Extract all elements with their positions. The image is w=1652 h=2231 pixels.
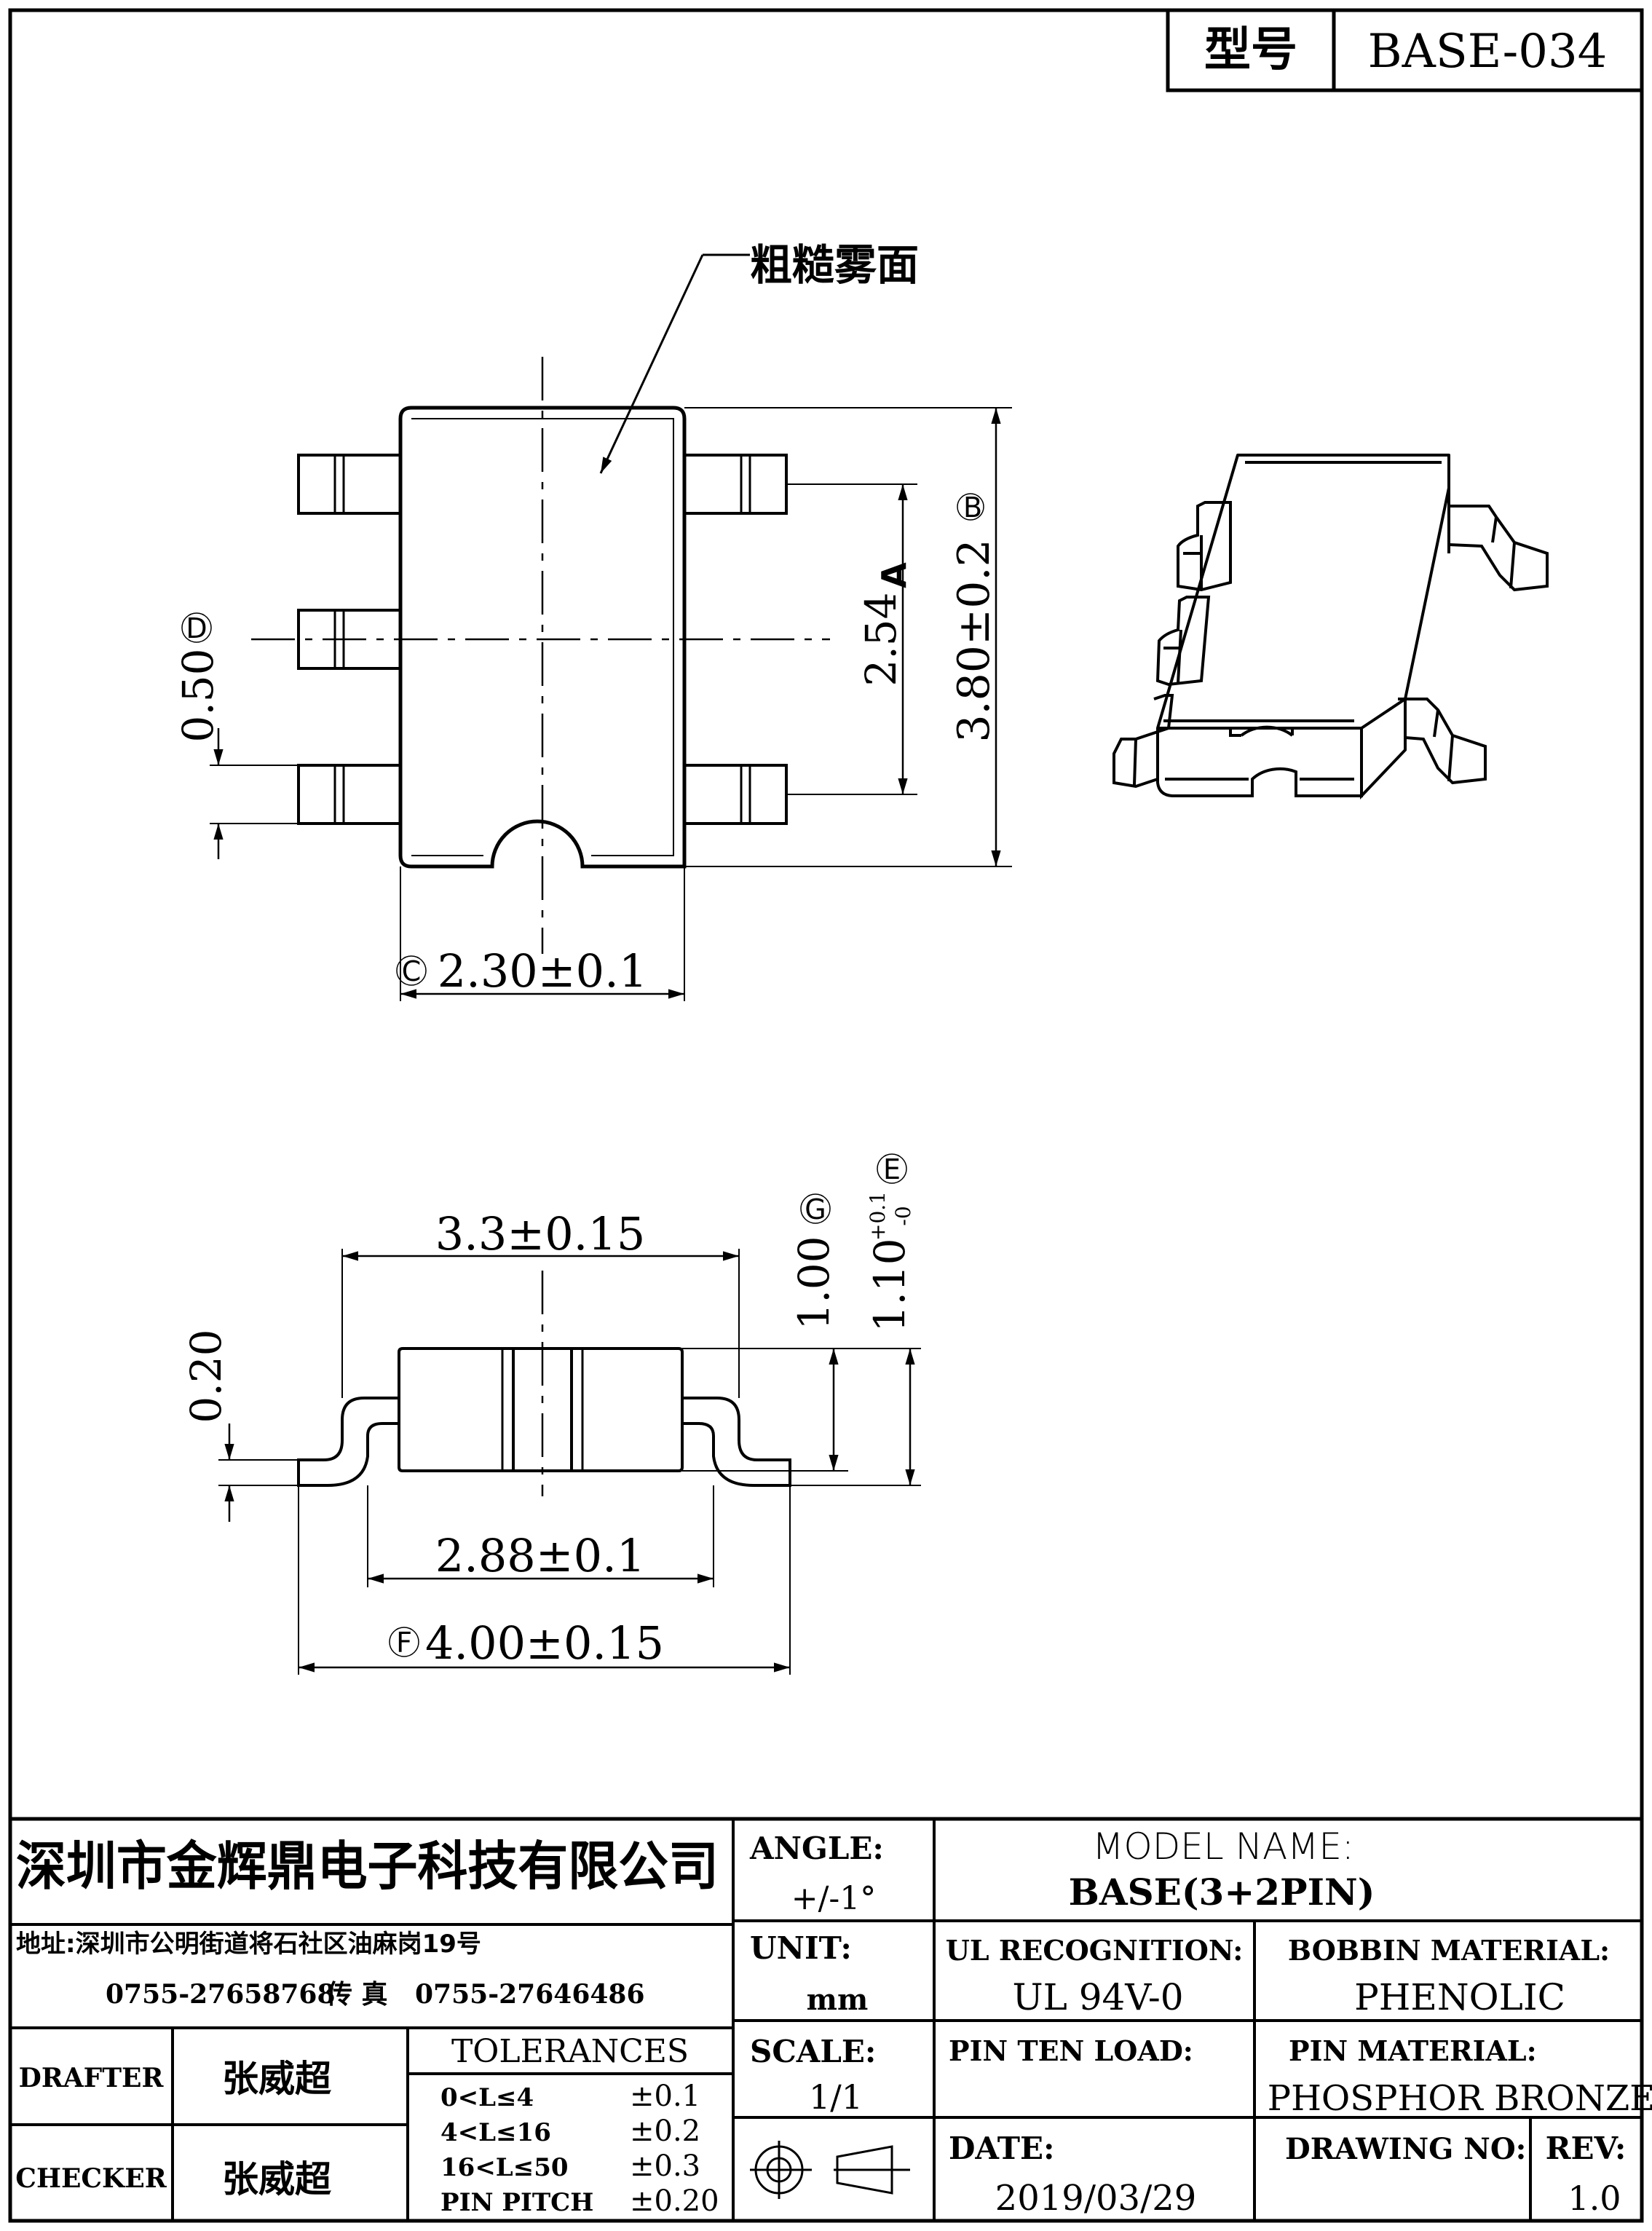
dim-d-value: 0.50 — [173, 648, 223, 742]
unit-label: UNIT: — [750, 1930, 852, 1966]
model-name-label: MODEL NAME: — [1092, 1825, 1354, 1868]
ul-label: UL RECOGNITION: — [946, 1934, 1244, 1967]
unit-value: mm — [807, 1983, 869, 2017]
pin-ten-load-label: PIN TEN LOAD: — [949, 2034, 1193, 2067]
side-lead-left — [297, 1397, 399, 1487]
tolerance-value-4: ±0.20 — [630, 2184, 719, 2218]
tolerances-label: TOLERANCES — [451, 2033, 689, 2070]
dim-a-value: 2.54 — [856, 592, 906, 686]
pin-material-value: PHOSPHOR BRONZE — [1268, 2078, 1652, 2119]
drafter-name: 张威超 — [222, 2058, 332, 2100]
dim-e-tol-plus: +0.1 — [866, 1191, 890, 1241]
dim-c-value: 2.30±0.1 — [438, 944, 648, 998]
title-block: 深圳市金辉鼎电子科技有限公司 地址:深圳市公明街道将石社区油麻岗19号 0755… — [10, 1817, 1652, 2221]
pin-material-label: PIN MATERIAL: — [1289, 2034, 1537, 2067]
dim-e-ref: E — [883, 1153, 901, 1185]
company-address: 地址:深圳市公明街道将石社区油麻岗19号 — [16, 1930, 481, 1959]
dim-f-ref: F — [396, 1627, 412, 1659]
header-model-box: 型号 BASE-034 — [1166, 8, 1644, 92]
company-name: 深圳市金辉鼎电子科技有限公司 — [16, 1836, 719, 1897]
isometric-view — [1112, 454, 1549, 799]
header-model-label: 型号 — [1204, 23, 1297, 77]
angle-value: +/-1° — [791, 1880, 877, 1917]
company-phone: 0755-27658768 — [106, 1979, 336, 2010]
bobbin-value: PHENOLIC — [1354, 1976, 1565, 2018]
checker-name: 张威超 — [222, 2158, 332, 2200]
top-pins-left — [297, 454, 402, 825]
dim-f-value: 4.00±0.15 — [425, 1616, 664, 1670]
tolerance-range-2: 4<L≤16 — [440, 2118, 551, 2147]
dim-c-ref: C — [402, 955, 422, 987]
bobbin-label: BOBBIN MATERIAL: — [1288, 1934, 1610, 1967]
scale-value: 1/1 — [809, 2077, 863, 2117]
checker-label: CHECKER — [15, 2163, 167, 2194]
dim-g-value: 1.00 — [789, 1236, 839, 1330]
top-body-outline — [398, 406, 687, 869]
dim-g-ref: G — [805, 1193, 826, 1225]
tolerance-range-3: 16<L≤50 — [440, 2153, 569, 2182]
company-fax: 0755-27646486 — [415, 1979, 645, 2010]
ul-value: UL 94V-0 — [1012, 1976, 1183, 2018]
drafter-label: DRAFTER — [19, 2063, 165, 2093]
dim-b-ref: B — [963, 491, 982, 524]
top-view: 粗糙雾面 — [173, 240, 1012, 1001]
dim-d-ref: D — [186, 612, 207, 644]
header-model-value: BASE-034 — [1368, 25, 1608, 79]
model-name-value: BASE(3+2PIN) — [1069, 1871, 1375, 1914]
sheet-border — [8, 8, 1644, 2223]
surface-note: 粗糙雾面 — [750, 240, 919, 290]
dim-b-value: 3.80±0.2 — [949, 539, 1000, 742]
scale-label: SCALE: — [750, 2034, 876, 2069]
dim-e-value: 1.10 — [865, 1238, 914, 1332]
dim-a-ref: A — [874, 562, 914, 588]
rev-label: REV: — [1546, 2131, 1627, 2166]
tolerance-value-2: ±0.2 — [630, 2114, 700, 2148]
drawing-no-label: DRAWING NO: — [1285, 2132, 1526, 2166]
company-fax-label: 传 真 — [325, 1980, 388, 2010]
dim-lead-value: 0.20 — [181, 1329, 231, 1423]
dim-e-tol-minus: -0 — [891, 1206, 915, 1225]
angle-label: ANGLE: — [749, 1831, 884, 1866]
side-view: 3.3±0.15 2.88±0.1 F 4.00±0.15 0.20 G 1.0… — [181, 1153, 921, 1675]
rev-value: 1.0 — [1568, 2179, 1621, 2218]
dim-side-top: 3.3±0.15 — [435, 1207, 646, 1260]
side-lead-right — [682, 1397, 791, 1487]
tolerance-range-1: 0<L≤4 — [440, 2083, 534, 2112]
date-value: 2019/03/29 — [995, 2178, 1197, 2219]
tolerance-range-4: PIN PITCH — [440, 2188, 593, 2217]
projection-symbol — [750, 2141, 910, 2199]
dim-side-inner: 2.88±0.1 — [435, 1529, 646, 1582]
tolerance-value-1: ±0.1 — [630, 2080, 700, 2113]
date-label: DATE: — [949, 2131, 1054, 2166]
tolerance-value-3: ±0.3 — [630, 2149, 700, 2183]
